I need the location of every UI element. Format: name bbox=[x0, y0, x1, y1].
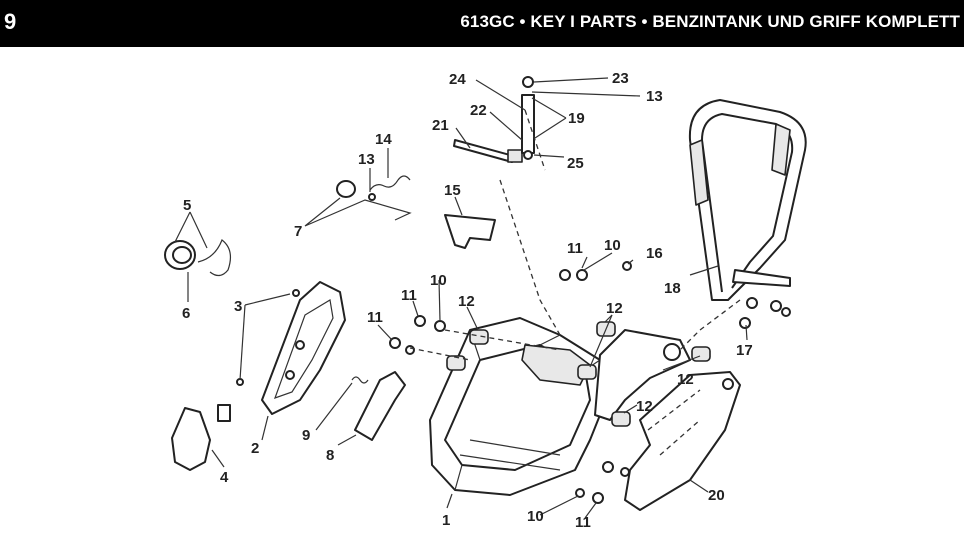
fuel-tank-housing-part bbox=[429, 317, 609, 496]
page-header: 9 613GC • KEY I PARTS • BENZINTANK UND G… bbox=[0, 0, 964, 47]
callout-19: 19 bbox=[568, 110, 585, 127]
trigger-spring-part bbox=[351, 376, 369, 384]
callout-11-b: 11 bbox=[367, 309, 383, 326]
side-cover-plate-part bbox=[624, 371, 741, 511]
fuel-filter-part bbox=[336, 175, 411, 201]
callout-3: 3 bbox=[234, 298, 242, 315]
callout-16: 16 bbox=[646, 245, 663, 262]
callout-8: 8 bbox=[326, 447, 334, 464]
callout-13-b: 13 bbox=[646, 88, 663, 105]
callout-25: 25 bbox=[567, 155, 584, 172]
exploded-parts-diagram: 1 2 3 4 5 6 7 8 9 10 10 10 11 11 11 11 1… bbox=[164, 70, 807, 531]
callout-14: 14 bbox=[375, 131, 392, 148]
callout-22: 22 bbox=[470, 102, 487, 119]
fuel-cap-part bbox=[164, 239, 232, 277]
callout-5: 5 bbox=[183, 197, 191, 214]
rear-handle-grip-part bbox=[261, 281, 346, 415]
callout-1: 1 bbox=[442, 512, 450, 529]
adjuster-screw-assembly bbox=[453, 76, 535, 163]
assembly-lines bbox=[409, 109, 741, 361]
rear-handle-bracket-part bbox=[594, 329, 691, 421]
callout-24: 24 bbox=[449, 71, 466, 88]
callout-15: 15 bbox=[444, 182, 461, 199]
callout-12-a: 12 bbox=[458, 293, 475, 310]
callout-10-a: 10 bbox=[430, 272, 447, 289]
deflector-plate-part bbox=[444, 214, 496, 249]
fasteners-group bbox=[236, 261, 791, 504]
callout-9: 9 bbox=[302, 427, 310, 444]
callout-21: 21 bbox=[432, 117, 449, 134]
callout-12-b: 12 bbox=[606, 300, 623, 317]
page-number: 9 bbox=[4, 9, 17, 34]
front-handlebar-part bbox=[688, 99, 807, 301]
leader-lines bbox=[174, 77, 748, 519]
callout-23: 23 bbox=[612, 70, 629, 87]
callout-6: 6 bbox=[182, 305, 190, 322]
callout-12-c: 12 bbox=[677, 371, 694, 388]
callout-10-c: 10 bbox=[527, 508, 544, 525]
callout-18: 18 bbox=[664, 280, 681, 297]
callout-11-d: 11 bbox=[575, 514, 591, 531]
callout-10-b: 10 bbox=[604, 237, 621, 254]
callout-7: 7 bbox=[294, 223, 302, 240]
callout-labels: 1 2 3 4 5 6 7 8 9 10 10 10 11 11 11 11 1… bbox=[182, 70, 753, 531]
throttle-bracket-part bbox=[171, 404, 231, 471]
throttle-trigger-part bbox=[354, 371, 406, 441]
callout-13-a: 13 bbox=[358, 151, 375, 168]
callout-2: 2 bbox=[251, 440, 259, 457]
page-title: 613GC • KEY I PARTS • BENZINTANK UND GRI… bbox=[460, 12, 960, 31]
callout-17: 17 bbox=[736, 342, 753, 359]
callout-20: 20 bbox=[708, 487, 725, 504]
callout-11-c: 11 bbox=[567, 240, 583, 257]
callout-12-d: 12 bbox=[636, 398, 653, 415]
callout-11-a: 11 bbox=[401, 287, 417, 304]
callout-4: 4 bbox=[220, 469, 229, 486]
